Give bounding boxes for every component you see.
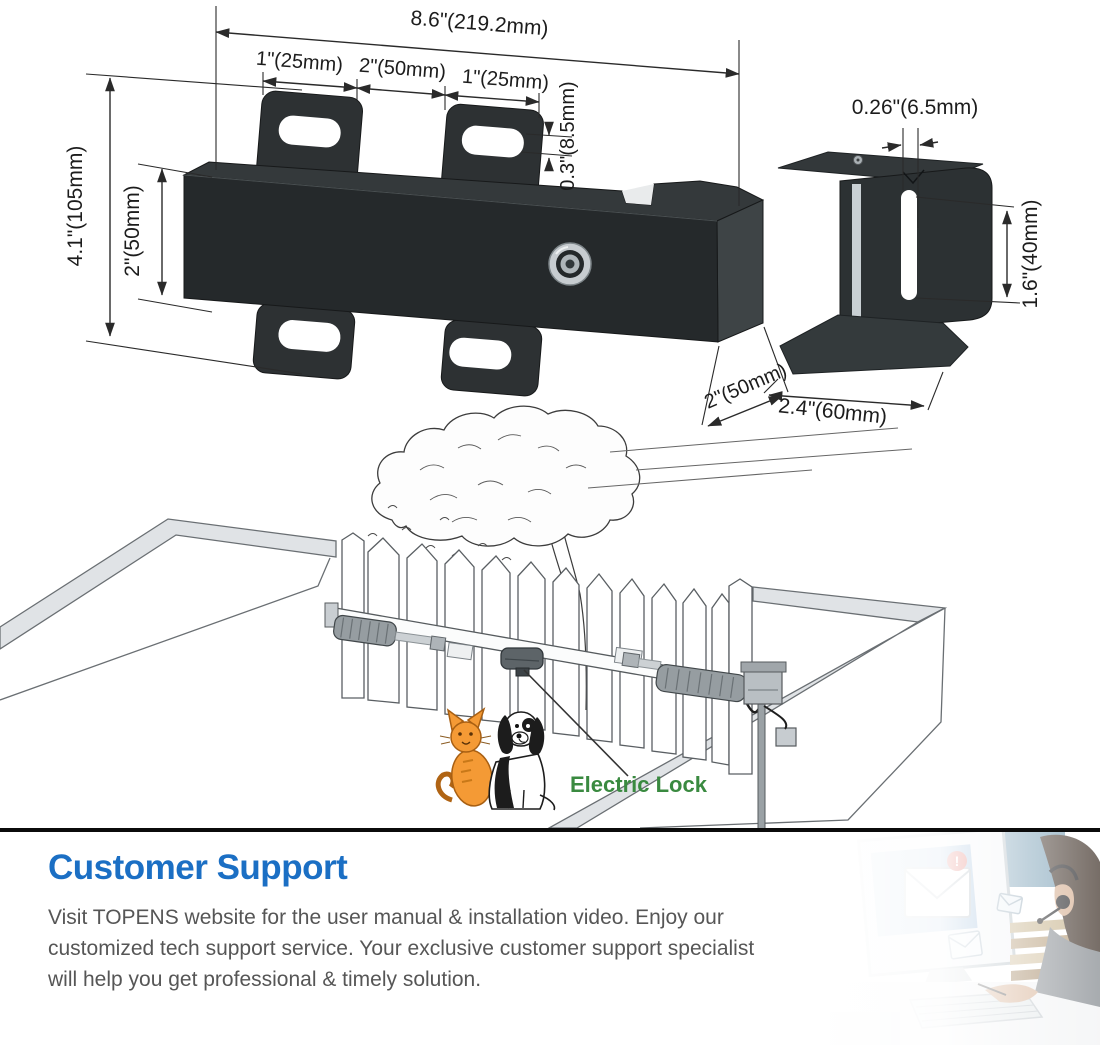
mounting-tab-bottom-right: [440, 319, 543, 397]
installation-scene: Electric Lock: [0, 405, 948, 828]
gate-opener-left: [333, 614, 474, 661]
lock-body-diagram: [182, 90, 765, 397]
mounting-tab-bottom-left: [252, 302, 356, 380]
control-box: [740, 661, 787, 828]
falling-leaves: [367, 505, 512, 561]
dim-tab-left-label: 1"(25mm): [255, 48, 344, 77]
lock-body-right-face: [716, 199, 764, 343]
photo-fade-overlay: [810, 832, 1100, 1045]
dim-body-height-label: 2"(50mm): [121, 185, 144, 276]
electric-lock-leader-line: [523, 669, 629, 777]
support-paragraph: Visit TOPENS website for the user manual…: [48, 902, 754, 995]
tree-canopy: [371, 405, 641, 547]
dim-striker-slot-length-label: 1.6"(40mm): [1019, 200, 1042, 309]
left-wall: [0, 518, 337, 701]
support-paragraph-line: will help you get professional & timely …: [48, 968, 482, 991]
power-outlet: [763, 705, 797, 747]
tree-canopy-texture: [419, 434, 587, 523]
dim-tab-right-label: 1"(25mm): [461, 66, 550, 95]
striker-slot: [901, 190, 917, 300]
customer-support-photo: !: [810, 826, 1100, 1045]
electric-lock-label: Electric Lock: [570, 772, 708, 797]
striker-foot: [779, 314, 969, 375]
wind-lines: [587, 427, 913, 489]
dim-striker-base-label: 2.4"(60mm): [777, 394, 888, 428]
cat: [435, 707, 493, 807]
lock-body-notch: [622, 184, 654, 205]
dog: [488, 711, 556, 811]
technical-diagram-and-scene: 8.6"(219.2mm) 1"(25mm) 2"(50mm) 1"(25mm)…: [0, 6, 1042, 828]
electric-lock: [500, 647, 544, 677]
dim-tab-gap-label: 2"(50mm): [358, 55, 447, 84]
dim-total-width-label: 8.6"(219.2mm): [410, 7, 550, 41]
dim-slot-offset-label: 0.3"(8.5mm): [557, 81, 579, 190]
lock-cylinder: [548, 242, 592, 286]
mounting-tab-top-right: [440, 103, 544, 205]
support-paragraph-line: Visit TOPENS website for the user manual…: [48, 906, 724, 929]
support-photo-graphic: !: [810, 826, 1100, 1045]
dim-striker-slot-width-label: 0.26"(6.5mm): [852, 96, 979, 119]
dim-total-height-label: 4.1"(105mm): [64, 146, 87, 267]
tree: [367, 405, 913, 713]
striker-bracket-diagram: [777, 151, 993, 375]
section-separator-line: [0, 828, 1100, 832]
support-heading: Customer Support: [48, 848, 348, 887]
support-paragraph-line: customized tech support service. Your ex…: [48, 937, 755, 960]
striker-fold-highlight: [852, 184, 861, 332]
